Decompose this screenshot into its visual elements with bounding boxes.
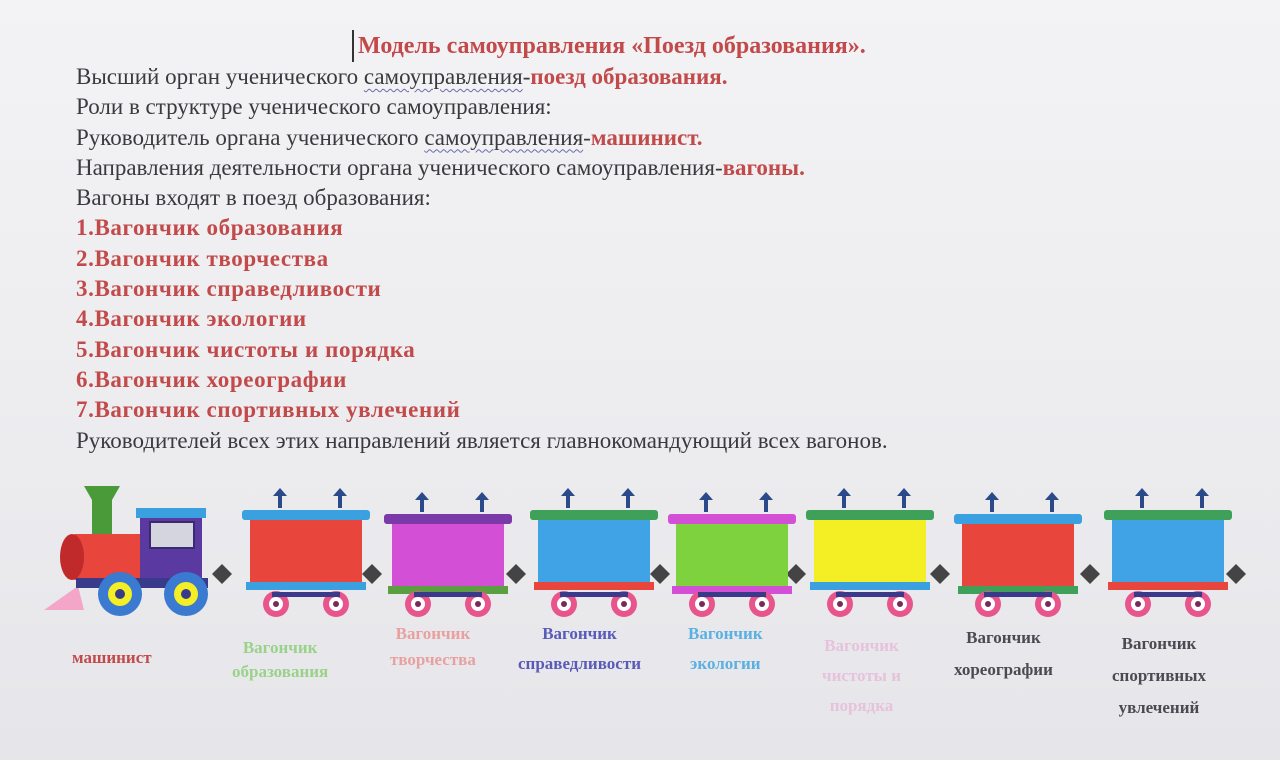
- label-line: порядка: [829, 696, 894, 715]
- line-text: Высший орган ученического: [76, 64, 364, 89]
- highlight-term: машинист.: [590, 124, 703, 150]
- label-wagon-sports: Вагончик спортивных увлечений: [1112, 628, 1206, 724]
- label-line: увлечений: [1118, 698, 1200, 717]
- label-wagon-justice: Вагончик справедливости: [518, 618, 641, 680]
- line-text: Руководитель органа ученического: [76, 124, 425, 150]
- locomotive-icon: [44, 486, 208, 616]
- train-illustration: [44, 486, 1246, 617]
- label-wagon-ecology: Вагончик экологии: [688, 618, 763, 680]
- spellcheck-word: самоуправления: [424, 124, 584, 150]
- coupler-icon: [506, 564, 526, 584]
- label-line: творчества: [390, 650, 476, 669]
- line-text: Направления деятельности органа ученичес…: [76, 154, 723, 180]
- wagon-icon: [1104, 488, 1232, 617]
- label-wagon-choreography: Вагончик хореографии: [954, 622, 1053, 686]
- wagon-icon: [668, 492, 796, 617]
- coupler-icon: [362, 564, 382, 584]
- coupler-icon: [1080, 564, 1100, 584]
- list-item: 1.Вагончик образования: [76, 215, 344, 241]
- label-line: спортивных: [1112, 666, 1206, 685]
- label-line: чистоты и: [822, 666, 901, 685]
- wagon-icon: [806, 488, 934, 617]
- coupler-icon: [212, 564, 232, 584]
- coupler-icon: [786, 564, 806, 584]
- list-item: 5.Вагончик чистоты и порядка: [76, 336, 416, 362]
- wagon-icon: [242, 488, 370, 617]
- label-line: Вагончик: [824, 636, 899, 655]
- list-item: 7.Вагончик спортивных увлечений: [76, 397, 461, 423]
- label-line: образования: [232, 662, 329, 681]
- line-roles: Роли в структуре ученического самоуправл…: [76, 94, 552, 120]
- spellcheck-word: самоуправления: [363, 64, 523, 89]
- list-item: 6.Вагончик хореографии: [76, 366, 347, 392]
- line-dash: -: [583, 124, 591, 150]
- line-highest-body: Высший орган ученического самоуправления…: [76, 62, 888, 92]
- label-wagon-cleanliness: Вагончик чистоты и порядка: [822, 630, 901, 722]
- label-line: Вагончик: [966, 628, 1041, 647]
- wagon-labels: машинист Вагончик образования Вагончик т…: [0, 618, 1280, 760]
- coupler-icon: [650, 564, 670, 584]
- line-directions: Направления деятельности органа ученичес…: [76, 153, 888, 183]
- coupler-icon: [930, 564, 950, 584]
- label-line: Вагончик: [395, 624, 471, 643]
- line-leader: Руководитель органа ученического самоупр…: [76, 123, 888, 153]
- list-item: 3.Вагончик справедливости: [76, 276, 382, 302]
- line-wagons-intro: Вагоны входят в поезд образования:: [76, 185, 431, 211]
- label-line: Вагончик: [542, 624, 617, 643]
- list-item: 4.Вагончик экологии: [76, 306, 307, 332]
- document-title[interactable]: Модель самоуправления «Поезд образования…: [352, 30, 866, 62]
- label-line: хореографии: [954, 660, 1053, 679]
- wagon-icon: [384, 492, 512, 617]
- label-line: экологии: [690, 654, 761, 673]
- label-driver: машинист: [72, 648, 152, 667]
- wagon-icon: [954, 492, 1082, 617]
- document-body: Высший орган ученического самоуправления…: [76, 62, 888, 456]
- label-wagon-creativity: Вагончик творчества: [390, 618, 476, 676]
- label-line: справедливости: [518, 654, 641, 673]
- label-wagon-education: Вагончик образования: [232, 632, 328, 688]
- line-dash: -: [522, 64, 531, 89]
- wagon-icon: [530, 488, 658, 617]
- coupler-icon: [1226, 564, 1246, 584]
- highlight-term: вагоны.: [722, 154, 805, 180]
- highlight-term: поезд образования.: [530, 64, 728, 89]
- label-line: Вагончик: [242, 638, 318, 657]
- wagons-group: [212, 488, 1246, 617]
- list-item: 2.Вагончик творчества: [76, 245, 329, 271]
- label-line: Вагончик: [1121, 634, 1197, 653]
- line-closing: Руководителей всех этих направлений явля…: [76, 427, 888, 453]
- label-line: Вагончик: [688, 624, 763, 643]
